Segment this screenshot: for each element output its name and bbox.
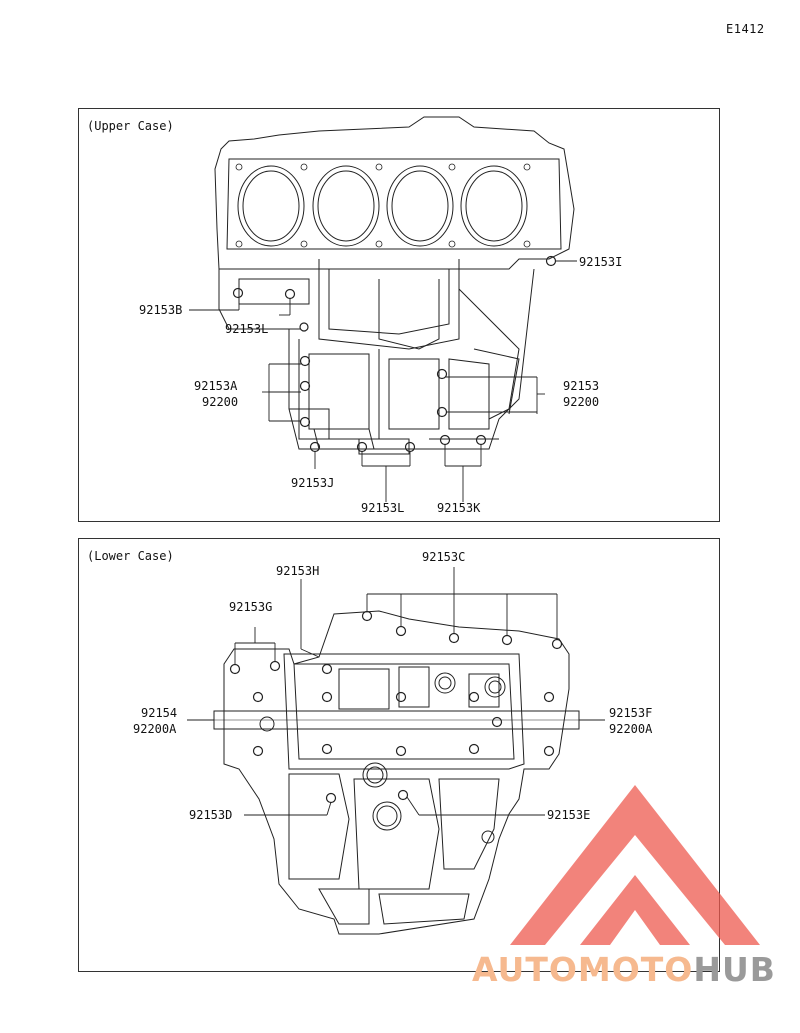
watermark-text-hub: HUB xyxy=(693,950,776,989)
part-label-92153F: 92153F xyxy=(609,706,653,720)
part-label-92153E: 92153E xyxy=(547,808,591,822)
upper-case-panel: (Upper Case) xyxy=(78,108,720,522)
part-label-92153L-upper: 92153L xyxy=(225,322,269,336)
part-label-92153L-lower: 92153L xyxy=(361,501,405,515)
upper-case-title: (Upper Case) xyxy=(87,119,174,133)
lower-crankcase-drawing xyxy=(187,567,605,935)
part-label-92153D: 92153D xyxy=(189,808,233,822)
lower-case-title: (Lower Case) xyxy=(87,549,174,563)
part-label-92200-right: 92200 xyxy=(563,395,600,409)
figure-code: E1412 xyxy=(726,22,765,36)
watermark-text: AUTOMOTOHUB xyxy=(472,950,776,989)
cylinder-bores xyxy=(237,165,528,247)
part-label-92153B: 92153B xyxy=(139,303,183,317)
upper-crankcase-drawing xyxy=(189,116,577,502)
part-label-92153I: 92153I xyxy=(579,255,623,269)
part-label-92153: 92153 xyxy=(563,379,600,393)
part-label-92153J: 92153J xyxy=(291,476,335,490)
part-label-92153C: 92153C xyxy=(422,550,466,564)
lower-case-panel: (Lower Case) xyxy=(78,538,720,972)
part-label-92153G: 92153G xyxy=(229,600,273,614)
watermark-text-automoto: AUTOMOTO xyxy=(472,950,694,989)
part-label-92153K: 92153K xyxy=(437,501,481,515)
part-label-92154: 92154 xyxy=(141,706,178,720)
part-label-92153A: 92153A xyxy=(194,379,238,393)
automotohub-logo xyxy=(510,785,760,945)
part-label-92200A-left: 92200A xyxy=(133,722,177,736)
part-label-92153H: 92153H xyxy=(276,564,320,578)
part-label-92200A-right: 92200A xyxy=(609,722,653,736)
part-label-92200-left: 92200 xyxy=(202,395,239,409)
